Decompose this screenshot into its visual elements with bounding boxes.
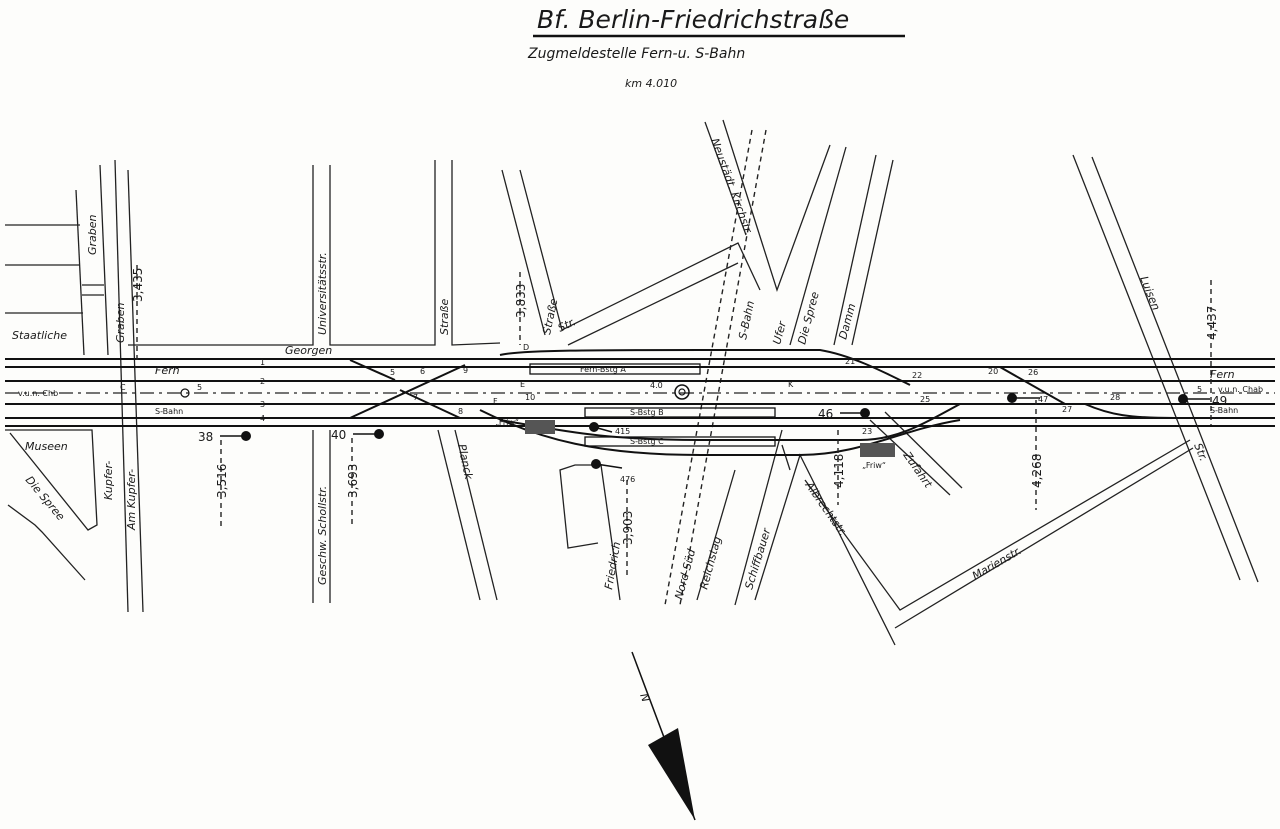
street-reichstag: Reichstag <box>697 535 724 591</box>
street-luisen-str: Str. <box>1191 441 1210 463</box>
switch-26: 26 <box>1028 368 1038 377</box>
track-number-1: 1 <box>260 358 265 367</box>
track-number-2: 2 <box>260 377 265 386</box>
friw-label-left: „Friw“ <box>495 418 519 427</box>
street-strasse-1: Straße <box>438 299 451 335</box>
track-fern-right: Fern <box>1210 368 1235 381</box>
track-sbahn-left: S-Bahn <box>155 407 183 416</box>
signal-labels: 38 40 415 476 46 47 49 5 5 <box>197 383 1227 484</box>
street-graben: Graben <box>86 214 99 255</box>
street-planck: Planck <box>455 443 475 481</box>
platform-c: S-Bstg C <box>630 437 664 446</box>
switch-28: 28 <box>1110 393 1120 402</box>
switch-27: 27 <box>1062 405 1072 414</box>
switch-21: 21 <box>845 357 855 366</box>
diagram-subtitle: Zugmeldestelle Fern-u. S-Bahn <box>527 46 745 62</box>
signal-476: 476 <box>620 475 635 484</box>
track-vun-right: v.u.n. Chab <box>1218 385 1263 394</box>
km-3903: 3,903 <box>621 511 635 545</box>
street-luisen: Luisen <box>1137 274 1162 312</box>
diagram-title: Bf. Berlin-Friedrichstraße <box>537 5 849 34</box>
label-staatliche: Staatliche <box>12 329 67 342</box>
track-number-3: 3 <box>260 400 265 409</box>
label-nord-sued: Nord-Süd <box>672 547 698 601</box>
street-marien: Marienstr. <box>970 544 1024 583</box>
platform-b: S-Bstg B <box>630 408 664 417</box>
label-spree-right: Die Spree <box>795 290 822 346</box>
signal-5-right: 5 <box>1197 385 1202 394</box>
letter-d: D <box>523 343 529 352</box>
street-universitaet: Universitätsstr. <box>316 252 329 335</box>
letter-c: C <box>120 383 126 392</box>
switch-10: 10 <box>525 393 535 402</box>
km-4118: 4,118 <box>832 454 846 488</box>
track-number-4: 4 <box>260 414 265 423</box>
friw-hatch-right <box>860 443 895 457</box>
platform-a: Fern-Bstg A <box>580 365 626 374</box>
tracks <box>5 349 1275 457</box>
track-vun-left: v.u.n. Chb <box>18 389 58 398</box>
km-4437: 4,437 <box>1205 306 1219 340</box>
street-ufer: Ufer <box>770 319 789 346</box>
platform-labels: Fern-Bstg A S-Bstg B S-Bstg C 4.0 „Friw“… <box>495 365 886 470</box>
street-kupfer: Kupfer- <box>102 461 115 500</box>
street-am-kupfer: Am Kupfer- <box>125 469 138 531</box>
switch-20: 20 <box>988 367 998 376</box>
signal-40: 40 <box>331 428 346 442</box>
switch-8: 8 <box>458 407 463 416</box>
letter-k: K <box>788 380 794 389</box>
track-labels: Fern v.u.n. Chb S-Bahn Fern v.u.n. Chab … <box>18 358 1263 423</box>
switch-23: 23 <box>862 427 872 436</box>
letter-e: E <box>520 380 525 389</box>
label-spree-left: Die Spree <box>23 474 68 524</box>
signal-415: 415 <box>615 427 630 436</box>
track-sbahn-right: S-Bahn <box>1210 406 1238 415</box>
friw-label-right: „Friw“ <box>862 461 886 470</box>
km-3693: 3,693 <box>346 464 360 498</box>
station-center-marker <box>674 384 690 400</box>
label-zufahrt: Zufahrt <box>900 448 935 490</box>
km-3435: 3,435 <box>131 268 145 302</box>
km-labels: 3,435 3,516 3,693 3,833 3,903 4,118 4,26… <box>131 268 1219 545</box>
label-sbahn-tunnel: S-Bahn <box>736 300 757 341</box>
signal-49: 49 <box>1212 394 1227 408</box>
street-damm: Damm <box>836 302 858 341</box>
signal-47: 47 <box>1038 395 1048 404</box>
switch-5: 5 <box>390 368 395 377</box>
streets <box>5 119 1259 646</box>
street-geschw-scholl: Geschw. Schollstr. <box>316 486 329 585</box>
signal-5-left: 5 <box>197 383 202 392</box>
km-3516: 3,516 <box>215 464 229 498</box>
signal-46: 46 <box>818 407 833 421</box>
signals <box>220 393 1210 469</box>
switch-labels: 5 6 7 8 9 10 20 21 22 23 25 26 27 28 <box>390 357 1120 436</box>
switch-6: 6 <box>420 367 425 376</box>
signal-38: 38 <box>198 430 213 444</box>
km-reference: km 4.010 <box>625 77 677 90</box>
north-arrow: N <box>631 651 696 821</box>
street-graben-2: Graben <box>114 302 127 343</box>
letter-labels: C D E F K <box>120 343 794 406</box>
label-museen: Museen <box>25 440 68 453</box>
km-3833: 3,833 <box>514 284 528 318</box>
switch-9: 9 <box>463 366 468 375</box>
km-markers <box>136 265 1212 575</box>
station-center-label: 4.0 <box>650 381 663 390</box>
street-friedrich: Friedrich <box>602 541 623 591</box>
switch-22: 22 <box>912 371 922 380</box>
letter-f: F <box>493 397 498 406</box>
street-georgen: Georgen <box>285 344 332 357</box>
track-fern-left: Fern <box>155 364 180 377</box>
km-4268: 4,268 <box>1030 454 1044 488</box>
switch-7: 7 <box>413 393 418 402</box>
friw-hatch-left <box>525 420 555 434</box>
switch-25: 25 <box>920 395 930 404</box>
street-strasse-2: Straße <box>540 297 560 335</box>
